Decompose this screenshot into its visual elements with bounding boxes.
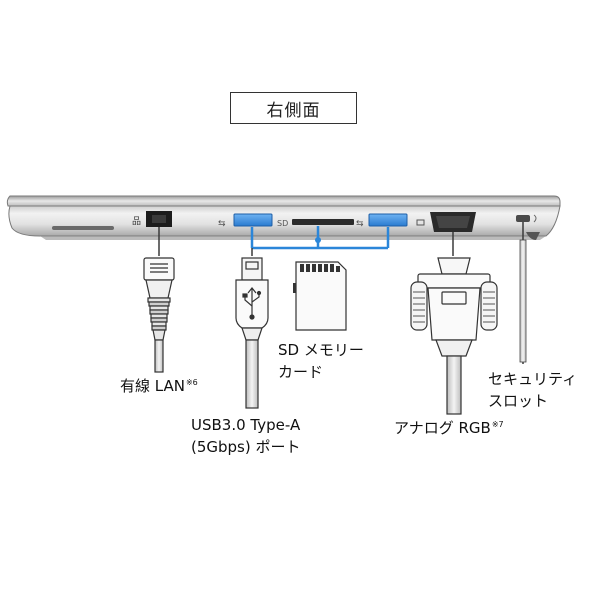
usb-port-right: ⇆	[356, 213, 408, 229]
usb-port-left: ⇆	[218, 213, 273, 229]
label-usb-line1: USB3.0 Type-A	[191, 416, 301, 434]
label-usb: USB3.0 Type-A (5Gbps) ポート	[191, 414, 301, 458]
label-sd-line1: SD メモリー	[278, 341, 364, 359]
svg-text:⇆: ⇆	[218, 219, 226, 229]
label-usb-line2: (5Gbps) ポート	[191, 438, 301, 456]
label-sd: SD メモリー カード	[278, 339, 364, 383]
svg-text:⇆: ⇆	[356, 219, 364, 229]
laptop-body	[6, 195, 561, 240]
label-lan: 有線 LAN※6	[120, 372, 198, 397]
label-lan-note: ※6	[185, 378, 198, 387]
label-rgb: アナログ RGB※7	[394, 414, 504, 439]
lan-cable	[143, 257, 175, 373]
lan-port: 品	[132, 211, 172, 227]
label-security: セキュリティ スロット	[488, 368, 577, 412]
sd-card	[293, 261, 347, 331]
diagram-title: 右側面	[230, 92, 357, 124]
label-rgb-text: アナログ RGB	[394, 419, 491, 437]
label-sd-line2: カード	[278, 363, 324, 381]
svg-text:SD: SD	[277, 219, 288, 228]
vga-port	[416, 212, 476, 232]
svg-text:品: 品	[132, 216, 141, 227]
sd-card-slot: SD	[277, 219, 354, 228]
label-lan-text: 有線 LAN	[120, 377, 185, 395]
security-pointer-end	[519, 239, 527, 363]
label-security-line2: スロット	[488, 392, 549, 410]
vga-cable	[410, 257, 498, 415]
security-slot	[516, 214, 537, 223]
label-security-line1: セキュリティ	[488, 370, 578, 388]
label-rgb-note: ※7	[491, 420, 504, 429]
usb-cable	[235, 257, 269, 409]
usb-bracket	[250, 226, 390, 250]
